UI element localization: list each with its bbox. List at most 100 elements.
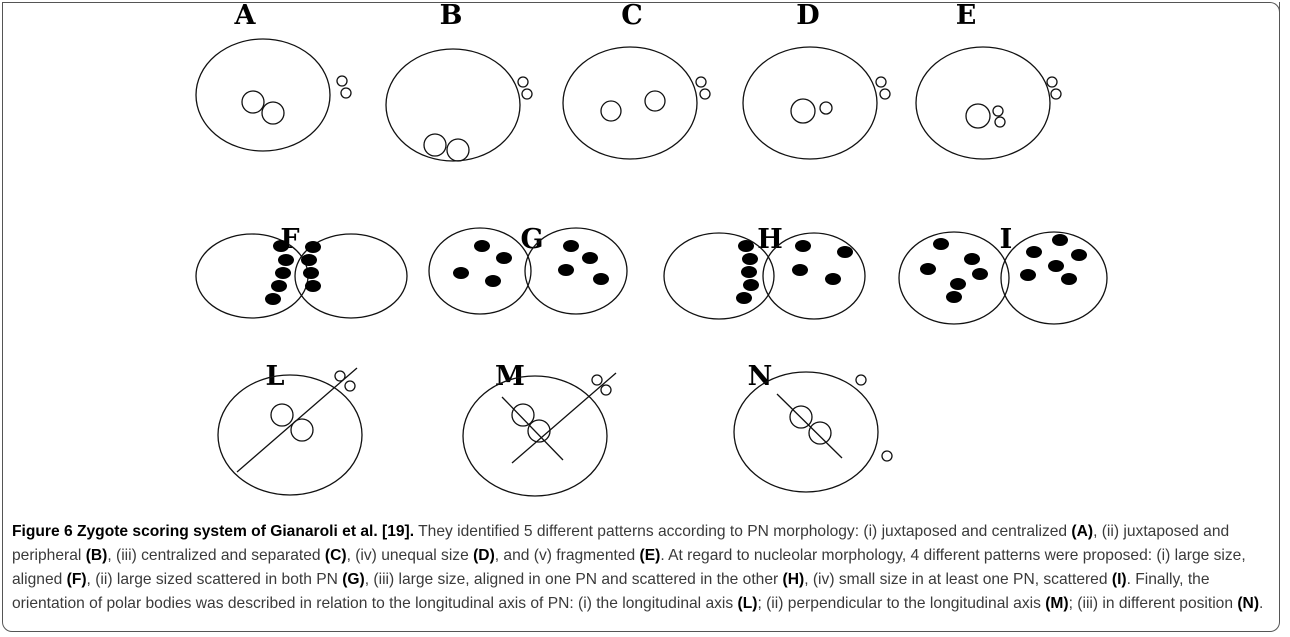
panel-m: M	[462, 361, 617, 497]
caption-ref-g: (G)	[342, 571, 365, 588]
panel-label-h: H	[757, 224, 783, 255]
caption-text: They identified 5 different patterns acc…	[414, 523, 1072, 540]
caption-text: . At regard to nucleolar morphology, 4 d…	[12, 547, 1246, 588]
panel-label-m: M	[495, 361, 525, 392]
longitudinal-axis	[236, 367, 358, 473]
polar-body	[875, 76, 887, 88]
caption-text: ; (ii) perpendicular to the longitudinal…	[757, 595, 1046, 612]
nucleolus	[305, 241, 321, 253]
panel-l: L	[217, 361, 363, 496]
nucleolus	[1061, 273, 1077, 285]
panel-f: F	[195, 224, 408, 319]
nucleolus	[275, 267, 291, 279]
caption-text: .	[1259, 595, 1264, 612]
nucleolus	[593, 273, 609, 285]
polar-body	[695, 76, 707, 88]
nucleolus	[278, 254, 294, 266]
polar-body	[855, 374, 867, 386]
caption-ref-h: (H)	[782, 571, 805, 588]
nucleolus	[736, 292, 752, 304]
zygote-outline-c	[562, 46, 698, 160]
pronucleus-outline	[294, 233, 408, 319]
caption-text: , (iv) small size in at least one PN, sc…	[804, 571, 1112, 588]
polar-body	[881, 450, 893, 462]
nucleolus	[742, 253, 758, 265]
caption-title: Figure 6 Zygote scoring system of Gianar…	[12, 523, 415, 540]
nucleolus	[972, 268, 988, 280]
panel-e: E	[915, 0, 1062, 160]
panel-label-n: N	[748, 361, 773, 392]
polar-body	[591, 374, 603, 386]
zygote-outline-d	[742, 46, 878, 160]
nucleolus	[950, 278, 966, 290]
pronucleus	[446, 138, 470, 162]
zygote-outline-b	[385, 48, 521, 162]
nucleolus	[453, 267, 469, 279]
pronucleus-fragment	[992, 105, 1004, 117]
panel-label-c: C	[621, 0, 643, 31]
panel-i: I	[898, 224, 1108, 325]
pronucleus-outline	[663, 232, 775, 320]
pronucleus-outline	[195, 233, 309, 319]
caption-ref-b: (B)	[85, 547, 108, 564]
nucleolus	[825, 273, 841, 285]
polar-body	[1046, 76, 1058, 88]
pronucleus-outline	[762, 232, 866, 320]
pronucleus	[789, 405, 813, 429]
pronucleus	[290, 418, 314, 442]
caption-ref-l: (L)	[737, 595, 758, 612]
zygote-diagram: A B C D	[195, 0, 1108, 497]
nucleolus	[558, 264, 574, 276]
pronucleus	[241, 90, 265, 114]
pronucleus-small	[819, 101, 833, 115]
pronucleus-large	[790, 98, 816, 124]
pronucleus	[808, 421, 832, 445]
zygote-outline-e	[915, 46, 1051, 160]
polar-body	[340, 87, 352, 99]
polar-body	[336, 75, 348, 87]
polar-body	[517, 76, 529, 88]
caption-text: , (ii) juxtaposed and peripheral	[12, 523, 1230, 564]
caption-ref-n: (N)	[1237, 595, 1260, 612]
caption-text: ; (iii) in different position	[1068, 595, 1238, 612]
nucleolus	[933, 238, 949, 250]
nucleolus	[743, 279, 759, 291]
pronucleus-outline	[1000, 231, 1108, 325]
nucleolus	[964, 253, 980, 265]
nucleolus	[271, 280, 287, 292]
nucleolus	[1020, 269, 1036, 281]
nucleolus	[1048, 260, 1064, 272]
caption-text: , (iii) centralized and separated	[107, 547, 325, 564]
pronucleus	[270, 403, 294, 427]
polar-body	[334, 370, 346, 382]
nucleolus	[1052, 234, 1068, 246]
panel-b: B	[385, 0, 533, 162]
caption-ref-f: (F)	[66, 571, 87, 588]
nucleolus	[496, 252, 512, 264]
pronucleus	[261, 101, 285, 125]
panel-label-a: A	[234, 0, 257, 31]
panel-c: C	[562, 0, 711, 160]
nucleolus	[1026, 246, 1042, 258]
polar-body	[344, 380, 356, 392]
zygote-outline-n	[733, 371, 879, 493]
caption-ref-i: (I)	[1111, 571, 1127, 588]
nucleolus	[303, 267, 319, 279]
panel-d: D	[742, 0, 891, 160]
panel-n: N	[733, 361, 893, 493]
nucleolus	[920, 263, 936, 275]
panel-g: G	[428, 224, 628, 315]
panel-label-e: E	[956, 0, 977, 31]
nucleolus	[273, 240, 289, 252]
longitudinal-axis	[776, 393, 843, 459]
zygote-outline-a	[195, 38, 331, 152]
caption-text: , and (v) fragmented	[494, 547, 640, 564]
nucleolus	[946, 291, 962, 303]
caption-text: , (iii) large size, aligned in one PN an…	[364, 571, 783, 588]
pronucleus	[511, 403, 535, 427]
nucleolus	[301, 254, 317, 266]
pronucleus	[527, 419, 551, 443]
nucleolus	[265, 293, 281, 305]
nucleolus	[741, 266, 757, 278]
